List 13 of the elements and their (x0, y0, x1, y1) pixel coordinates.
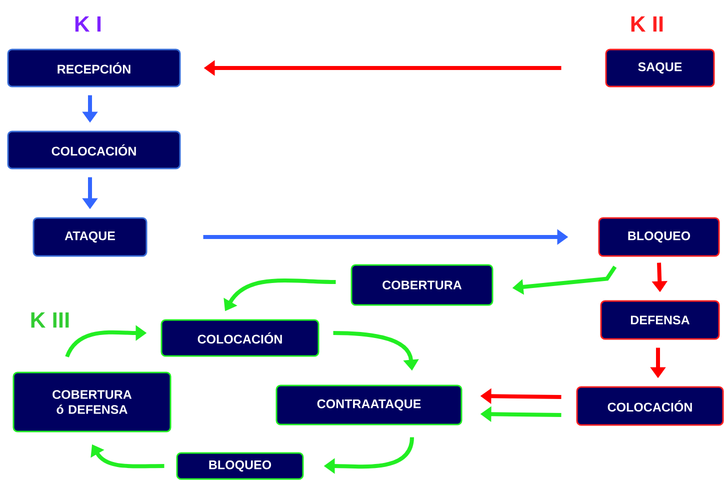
process-box: COBERTURA (350, 264, 494, 306)
process-box: COLOCACIÓN (576, 386, 724, 426)
process-box: BLOQUEO (176, 452, 304, 480)
process-box: COBERTURA ó DEFENSA (12, 372, 172, 432)
heading-label: K III (31, 312, 69, 328)
process-box: CONTRAATAQUE (276, 384, 462, 426)
process-box: DEFENSA (600, 300, 720, 340)
process-box: COLOCACIÓN (160, 319, 320, 357)
process-box: BLOQUEO (598, 217, 720, 257)
process-box: COLOCACIÓN (7, 130, 181, 170)
process-box: SAQUE (605, 48, 715, 88)
process-box: RECEPCIÓN (7, 48, 181, 88)
process-box: ATAQUE (32, 217, 148, 257)
